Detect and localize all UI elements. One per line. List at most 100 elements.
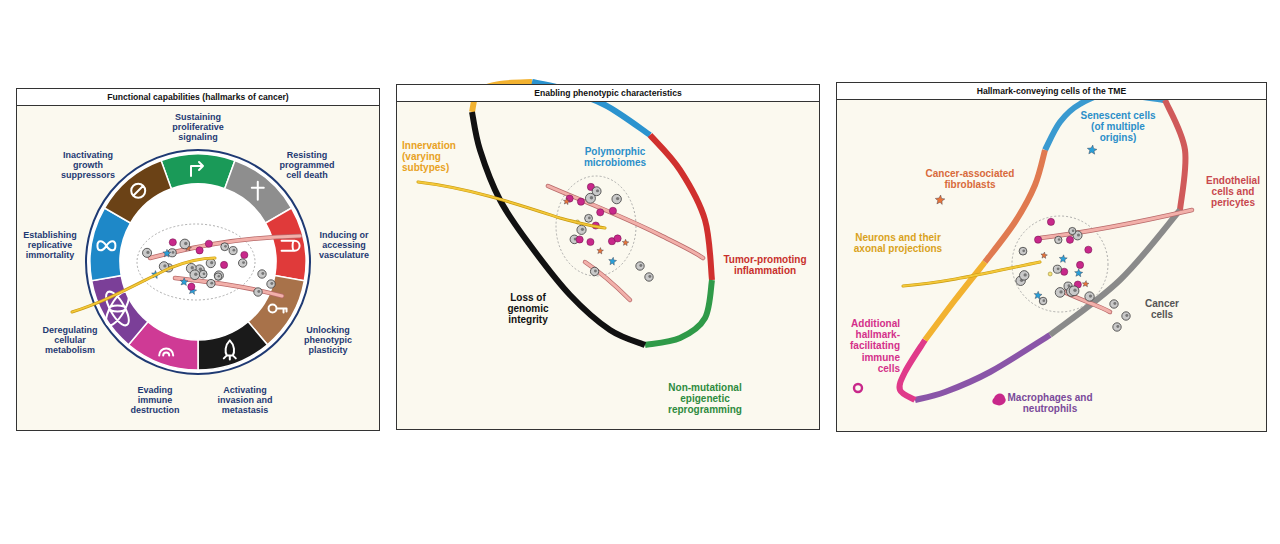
- cancer-cell: [207, 279, 215, 287]
- cancer-cell: [1019, 271, 1028, 280]
- hallmark-segment: [198, 322, 267, 370]
- cell-nucleus: [596, 189, 599, 192]
- cancer-cell: [143, 248, 152, 257]
- ring-segment: [985, 150, 1045, 262]
- panel-ground: [396, 84, 820, 430]
- panel-box: Hallmark-conveying cells of the TME: [836, 82, 1267, 432]
- strand: [585, 262, 630, 300]
- immune-cell: [205, 240, 212, 247]
- cell-nucleus: [184, 242, 187, 245]
- hallmark-icon: [131, 184, 145, 198]
- cell-nucleus: [203, 272, 206, 275]
- cell-nucleus: [1057, 267, 1060, 270]
- cell-nucleus: [146, 251, 149, 254]
- cell-star: [609, 257, 617, 265]
- cell-nucleus: [1043, 299, 1046, 302]
- cancer-cell: [592, 187, 601, 196]
- cell-nucleus: [224, 245, 227, 248]
- ring-segment: [645, 280, 712, 345]
- cancer-cell: [221, 243, 229, 251]
- cell-nucleus: [1125, 314, 1128, 317]
- cell-nucleus: [594, 270, 597, 273]
- callout-label: Senescent cells (of multiple origins): [1076, 110, 1160, 144]
- immune-cell: [196, 247, 203, 254]
- cancer-cell: [1039, 297, 1047, 305]
- cancer-cell: [214, 271, 223, 280]
- immune-cell: [1034, 236, 1041, 243]
- cancer-cell: [254, 288, 262, 296]
- cell-nucleus: [1059, 290, 1062, 293]
- cell-nucleus: [163, 264, 166, 267]
- cancer-cell: [585, 214, 593, 222]
- tumor-outline: [137, 224, 255, 300]
- cancer-cell: [1122, 312, 1130, 320]
- strand: [72, 258, 215, 312]
- cancer-cell: [612, 194, 621, 203]
- immune-cell: [597, 209, 604, 216]
- hallmark-segment: [104, 161, 171, 223]
- cancer-cell: [258, 270, 266, 278]
- cell-nucleus: [1113, 302, 1116, 305]
- small-cell: [1048, 272, 1052, 276]
- ring-segment: [1045, 94, 1165, 150]
- hallmark-segment: [161, 154, 235, 189]
- hallmark-icon: [97, 241, 115, 250]
- cell-star: [1041, 252, 1047, 258]
- strand: [175, 278, 282, 296]
- cancer-cell: [267, 280, 275, 288]
- cell-nucleus: [194, 273, 197, 276]
- immune-cell: [220, 261, 227, 268]
- callout-label: Loss of genomic integrity: [496, 292, 560, 326]
- cancer-cell: [1053, 265, 1061, 273]
- panel-ground: [836, 82, 1267, 432]
- cell-star: [935, 195, 945, 204]
- wheel-rim: [86, 150, 310, 374]
- cell-star: [622, 239, 629, 245]
- cancer-cell: [239, 259, 247, 267]
- immune-cell: [609, 207, 616, 214]
- cell-nucleus: [1072, 229, 1075, 232]
- cancer-cell: [1055, 288, 1065, 298]
- strand: [418, 182, 605, 228]
- cancer-cell: [1113, 323, 1121, 331]
- hallmark-segment: [266, 208, 306, 281]
- callout-label: Cancer-associated fibroblasts: [921, 168, 1019, 190]
- immune-cell: [576, 236, 583, 243]
- cancer-cell: [190, 270, 200, 280]
- callout-label: Innervation (varying subtypes): [402, 140, 464, 174]
- strand: [903, 262, 1040, 286]
- cell-nucleus: [210, 282, 213, 285]
- panel-heading: Hallmark-conveying cells of the TME: [837, 83, 1266, 100]
- ring-segment: [1165, 100, 1186, 210]
- immune-cell: [1047, 218, 1054, 225]
- cancer-cell: [1019, 247, 1027, 255]
- immune-cell: [587, 238, 594, 245]
- cell-nucleus: [242, 261, 245, 264]
- strand: [72, 258, 215, 312]
- cell-nucleus: [590, 196, 593, 199]
- callout-label: Activating invasion and metastasis: [212, 385, 278, 415]
- cell-nucleus: [1058, 238, 1061, 241]
- cancer-cell: [1085, 292, 1094, 301]
- ring-segment: [915, 335, 1050, 400]
- callout-label: Inducing or accessing vasculature: [314, 230, 374, 260]
- callout-label: Tumor-promoting inflammation: [722, 254, 808, 276]
- callout-label: Evading immune destruction: [124, 385, 186, 415]
- callout-label: Additional hallmark-facilitating immune …: [840, 318, 900, 374]
- cell-star: [1082, 281, 1089, 287]
- panel-ground: [16, 88, 380, 431]
- cancer-cell: [1055, 236, 1062, 243]
- cell-star: [1075, 269, 1083, 277]
- immune-cell: [577, 198, 584, 205]
- cancer-cell: [1069, 286, 1079, 296]
- cell-nucleus: [172, 251, 175, 254]
- cell-nucleus: [648, 275, 651, 278]
- cancer-cell: [206, 259, 215, 268]
- cell-nucleus: [1089, 294, 1092, 297]
- strand: [150, 236, 300, 258]
- cell-star: [563, 198, 569, 204]
- cell-nucleus: [616, 197, 619, 200]
- cancer-cell: [645, 273, 653, 281]
- cancer-cell: [636, 262, 644, 270]
- cancer-cell: [577, 225, 586, 234]
